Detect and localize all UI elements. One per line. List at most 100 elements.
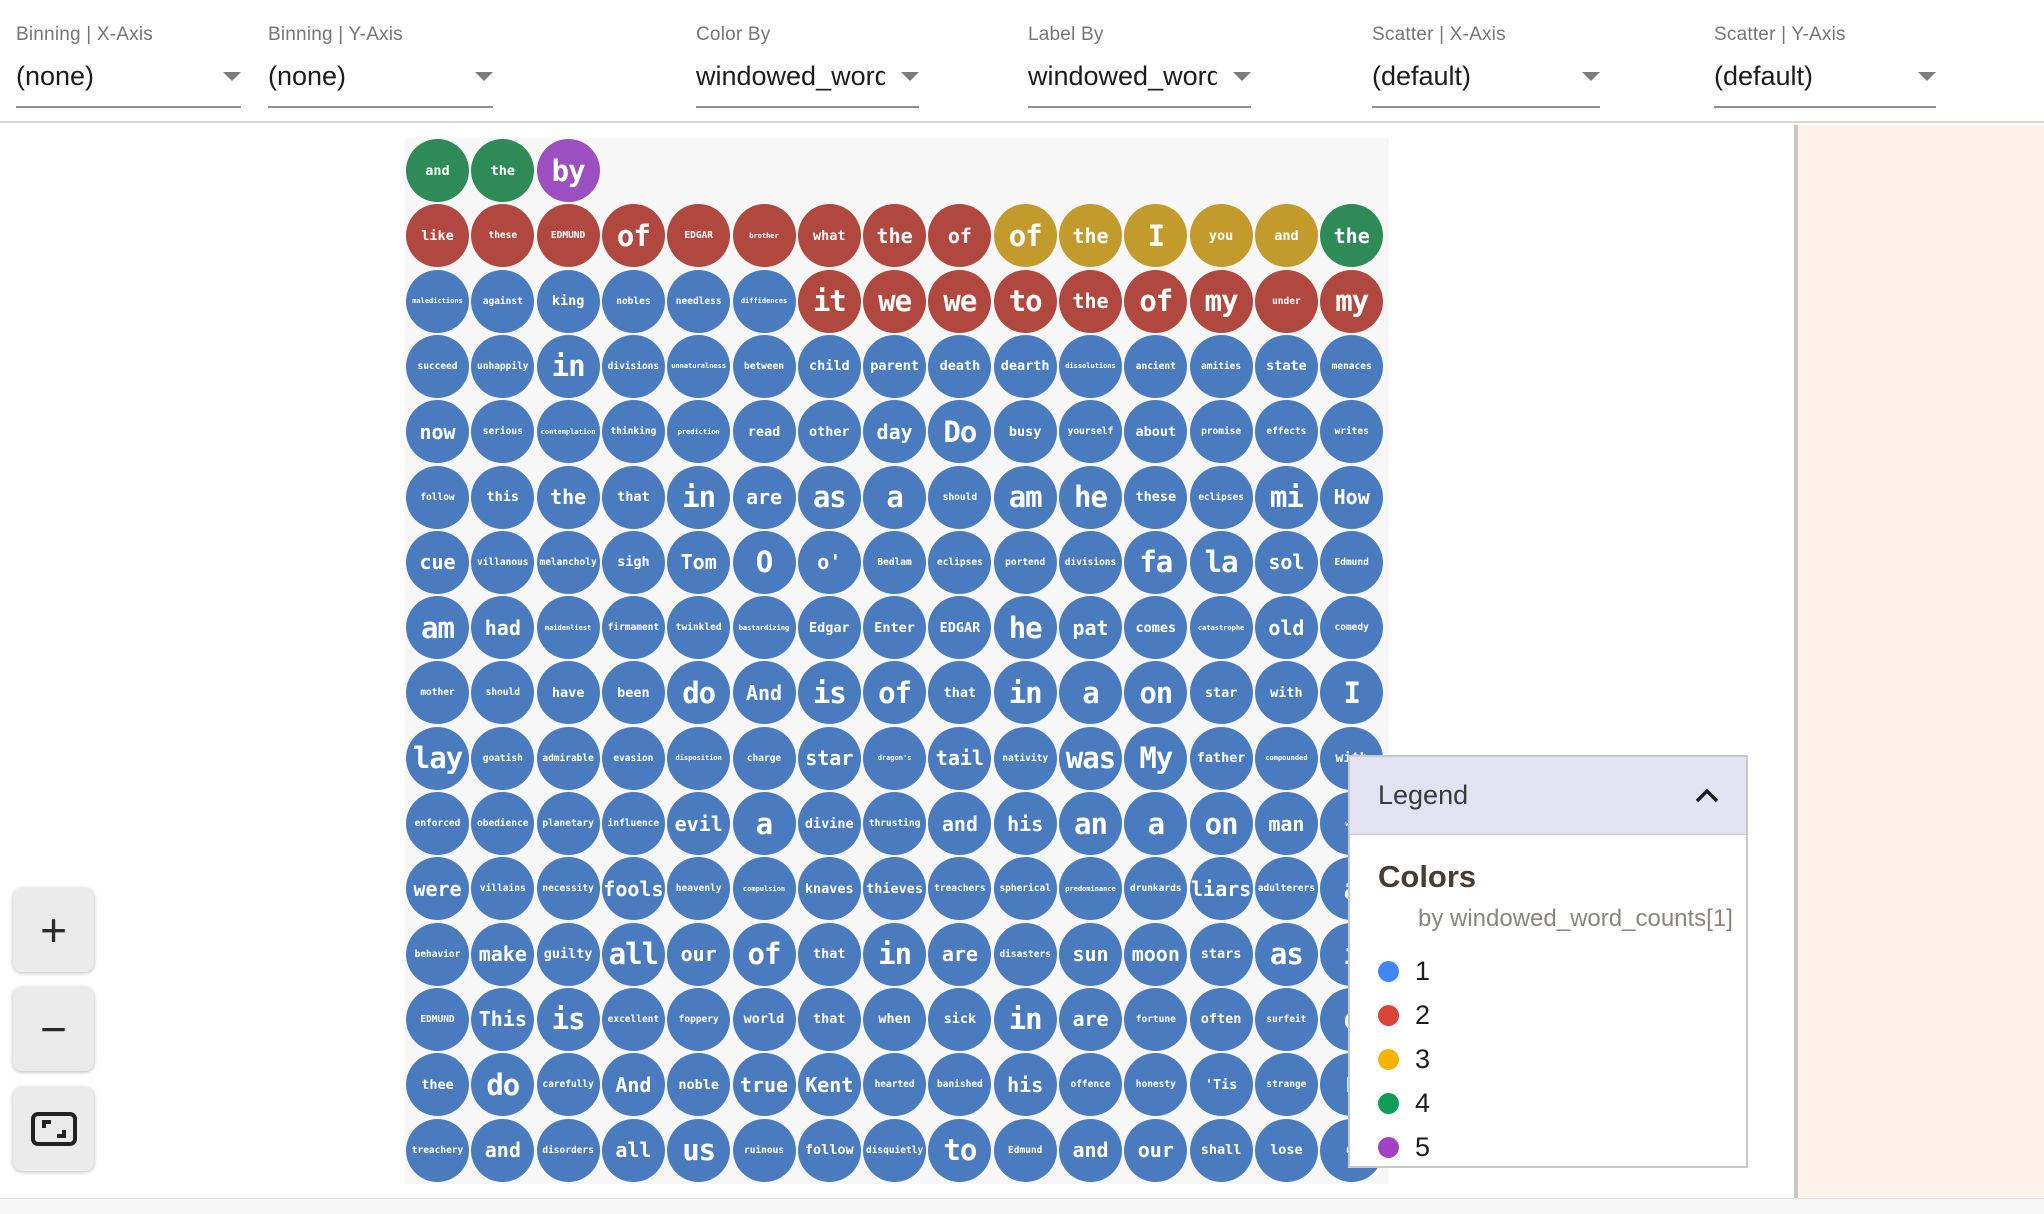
word-bubble[interactable]: of xyxy=(1124,269,1188,333)
word-bubble[interactable]: are xyxy=(732,465,796,529)
word-bubble[interactable]: it xyxy=(797,269,861,333)
word-bubble[interactable]: the xyxy=(1320,204,1384,268)
word-bubble[interactable]: the xyxy=(536,465,600,529)
word-bubble[interactable]: o' xyxy=(797,530,861,594)
word-bubble[interactable]: twinkled xyxy=(667,596,731,660)
word-bubble[interactable]: now xyxy=(406,400,469,464)
word-bubble[interactable]: us xyxy=(667,1118,731,1182)
word-bubble[interactable]: disasters xyxy=(993,922,1057,986)
word-bubble[interactable]: fa xyxy=(1124,530,1188,594)
word-bubble[interactable]: my xyxy=(1320,269,1384,333)
word-bubble[interactable]: melancholy xyxy=(536,530,600,594)
word-bubble[interactable]: about xyxy=(1124,400,1188,464)
word-bubble[interactable]: planetary xyxy=(536,792,600,855)
chevron-down-icon[interactable] xyxy=(1233,71,1251,81)
word-bubble[interactable]: as xyxy=(1254,922,1318,986)
word-bubble[interactable]: thee xyxy=(406,1053,469,1117)
word-bubble[interactable]: this xyxy=(471,465,535,529)
chevron-down-icon[interactable] xyxy=(475,71,493,81)
word-bubble[interactable]: is xyxy=(536,987,600,1051)
word-bubble[interactable]: the xyxy=(1059,269,1122,333)
word-bubble[interactable]: thrusting xyxy=(863,792,927,855)
word-bubble[interactable]: the xyxy=(863,204,927,268)
word-bubble[interactable]: should xyxy=(471,661,535,725)
word-bubble[interactable]: Edgar xyxy=(797,596,861,660)
word-bubble[interactable]: to xyxy=(993,269,1057,333)
word-bubble[interactable]: disorders xyxy=(536,1118,600,1182)
word-bubble[interactable]: man xyxy=(1254,792,1318,855)
word-bubble[interactable]: parent xyxy=(863,334,927,398)
word-bubble[interactable]: contemplation xyxy=(536,400,600,464)
word-bubble[interactable]: a xyxy=(1124,792,1188,855)
word-bubble[interactable]: sun xyxy=(1059,922,1122,986)
word-bubble[interactable]: lose xyxy=(1254,1118,1318,1182)
word-bubble[interactable]: EDMUND xyxy=(536,204,600,268)
word-bubble[interactable]: amities xyxy=(1189,334,1253,398)
word-bubble[interactable]: disposition xyxy=(667,726,731,790)
word-bubble[interactable]: of xyxy=(993,204,1057,268)
word-bubble[interactable]: read xyxy=(732,400,796,464)
word-bubble[interactable]: heavenly xyxy=(667,857,731,921)
word-bubble[interactable]: EDMUND xyxy=(406,987,469,1051)
word-bubble[interactable]: guilty xyxy=(536,922,600,986)
word-bubble[interactable]: his xyxy=(993,792,1057,855)
word-bubble[interactable]: My xyxy=(1124,726,1188,790)
word-bubble[interactable]: knaves xyxy=(797,857,861,921)
word-bubble[interactable]: and xyxy=(928,792,992,855)
word-bubble[interactable]: in xyxy=(993,987,1057,1051)
word-bubble[interactable]: dissolutions xyxy=(1059,334,1122,398)
word-bubble[interactable]: these xyxy=(1124,465,1188,529)
word-bubble[interactable]: what xyxy=(797,204,861,268)
word-bubble[interactable]: that xyxy=(797,922,861,986)
word-bubble[interactable]: against xyxy=(471,269,535,333)
word-bubble[interactable]: surfeit xyxy=(1254,987,1318,1051)
word-bubble[interactable]: compounded xyxy=(1254,726,1318,790)
word-bubble[interactable]: child xyxy=(797,334,861,398)
word-bubble[interactable]: diffidences xyxy=(732,269,796,333)
word-bubble[interactable]: promise xyxy=(1189,400,1253,464)
word-bubble[interactable]: enforced xyxy=(406,792,469,855)
word-bubble[interactable]: adulterers xyxy=(1254,857,1318,921)
bottom-scroll-strip[interactable] xyxy=(0,1198,2044,1214)
word-bubble[interactable]: that xyxy=(601,465,665,529)
word-bubble[interactable]: la xyxy=(1189,530,1253,594)
word-bubble[interactable]: mi xyxy=(1254,465,1318,529)
word-bubble[interactable]: the xyxy=(471,139,535,202)
word-bubble[interactable]: a xyxy=(732,792,796,855)
word-bubble[interactable]: on xyxy=(1124,661,1188,725)
word-bubble[interactable]: drunkards xyxy=(1124,857,1188,921)
word-bubble[interactable]: dragon's xyxy=(863,726,927,790)
word-bubble[interactable]: catastrophe xyxy=(1189,596,1253,660)
word-bubble[interactable]: other xyxy=(797,400,861,464)
word-bubble[interactable]: and xyxy=(471,1118,535,1182)
word-bubble[interactable]: been xyxy=(601,661,665,725)
legend-item[interactable]: 2 xyxy=(1378,993,1746,1037)
word-bubble[interactable]: eclipses xyxy=(928,530,992,594)
word-bubble[interactable]: I xyxy=(1124,204,1188,268)
word-bubble[interactable]: honesty xyxy=(1124,1053,1188,1117)
word-bubble[interactable]: and xyxy=(406,139,469,202)
word-bubble[interactable]: EDGAR xyxy=(667,204,731,268)
word-bubble[interactable]: excellent xyxy=(601,987,665,1051)
word-bubble[interactable]: disquietly xyxy=(863,1118,927,1182)
dropdown-color-by[interactable]: Color By windowed_word_counts[1] xyxy=(696,24,919,116)
word-bubble[interactable]: And xyxy=(732,661,796,725)
word-bubble[interactable]: ancient xyxy=(1124,334,1188,398)
word-bubble[interactable]: ruinous xyxy=(732,1118,796,1182)
chevron-down-icon[interactable] xyxy=(1582,71,1600,81)
word-bubble[interactable]: father xyxy=(1189,726,1253,790)
word-bubble[interactable]: of xyxy=(928,204,992,268)
chevron-down-icon[interactable] xyxy=(901,71,919,81)
word-bubble[interactable]: mother xyxy=(406,661,469,725)
word-bubble[interactable]: hearted xyxy=(863,1053,927,1117)
word-bubble[interactable]: foppery xyxy=(667,987,731,1051)
word-bubble[interactable]: have xyxy=(536,661,600,725)
word-bubble[interactable]: charge xyxy=(732,726,796,790)
word-bubble[interactable]: stars xyxy=(1189,922,1253,986)
word-bubble[interactable]: admirable xyxy=(536,726,600,790)
word-bubble[interactable]: that xyxy=(797,987,861,1051)
word-bubble[interactable]: eclipses xyxy=(1189,465,1253,529)
word-bubble[interactable]: maledictions xyxy=(406,269,469,333)
word-bubble[interactable]: portend xyxy=(993,530,1057,594)
word-bubble[interactable]: Edmund xyxy=(1320,530,1384,594)
